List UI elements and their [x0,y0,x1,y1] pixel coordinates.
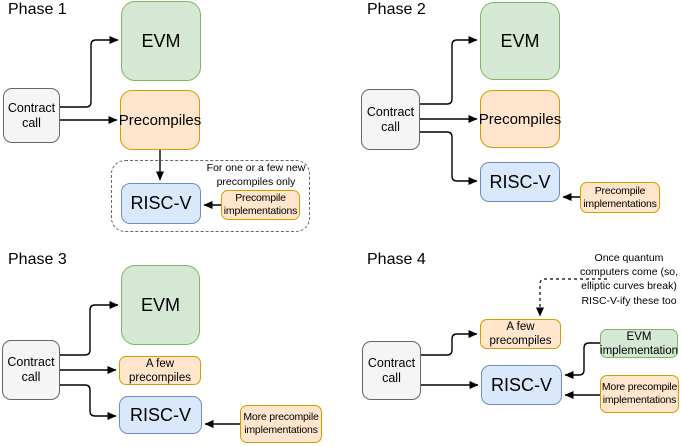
arrow-p3-contract-to-evm [60,301,119,356]
p3-more-precompile-implementations-node: More precompile implementations [240,405,322,443]
p3-riscv-node: RISC-V [119,396,202,434]
p2-contract-call-node: Contract call [361,89,420,150]
p3-contract-call-node: Contract call [2,340,60,400]
p1-dashed-group [111,160,310,232]
arrow-p1-contract-to-evm [60,36,119,108]
p1-precompiles-node: Precompiles [119,90,201,150]
arrow-p4-contract-to-afew [421,330,478,356]
arrow-p3-contract-to-riscv [60,384,117,420]
p4-afew-precompiles-node: A few precompiles [480,319,561,349]
phase-3-title: Phase 3 [8,251,67,268]
phase-4-title: Phase 4 [367,251,426,268]
phase-2-title: Phase 2 [367,1,426,18]
arrow-p2-contract-to-riscv [420,131,478,185]
p1-contract-call-node: Contract call [3,88,60,143]
arrow-p4-note-to-afew-dashed [536,278,607,317]
p1-evm-node: EVM [121,1,201,81]
p4-evm-implementation-node: EVM implementation [600,329,678,358]
phase-1-title: Phase 1 [8,1,67,18]
p1-precompile-implementations-node: Precompile implementations [221,190,300,220]
p3-evm-node: EVM [121,265,200,345]
arrow-p4-evmimpl-to-riscv [564,342,600,379]
p4-riscv-node: RISC-V [481,365,562,405]
arrow-p2-contract-to-evm [420,36,478,105]
p2-precompiles-node: Precompiles [479,90,561,148]
p4-more-precompile-implementations-node: More precompile implementations [600,375,679,413]
p2-riscv-node: RISC-V [480,162,560,202]
p1-riscv-node: RISC-V [121,183,201,224]
p4-contract-call-node: Contract call [362,341,421,400]
p3-afew-precompiles-node: A few precompiles [119,356,201,385]
p1-note: For one or a few new precompiles only [206,162,306,189]
p2-evm-node: EVM [480,2,560,80]
p4-note: Once quantum computers come (so, ellipti… [579,252,679,307]
p2-precompile-implementations-node: Precompile implementations [580,182,660,213]
